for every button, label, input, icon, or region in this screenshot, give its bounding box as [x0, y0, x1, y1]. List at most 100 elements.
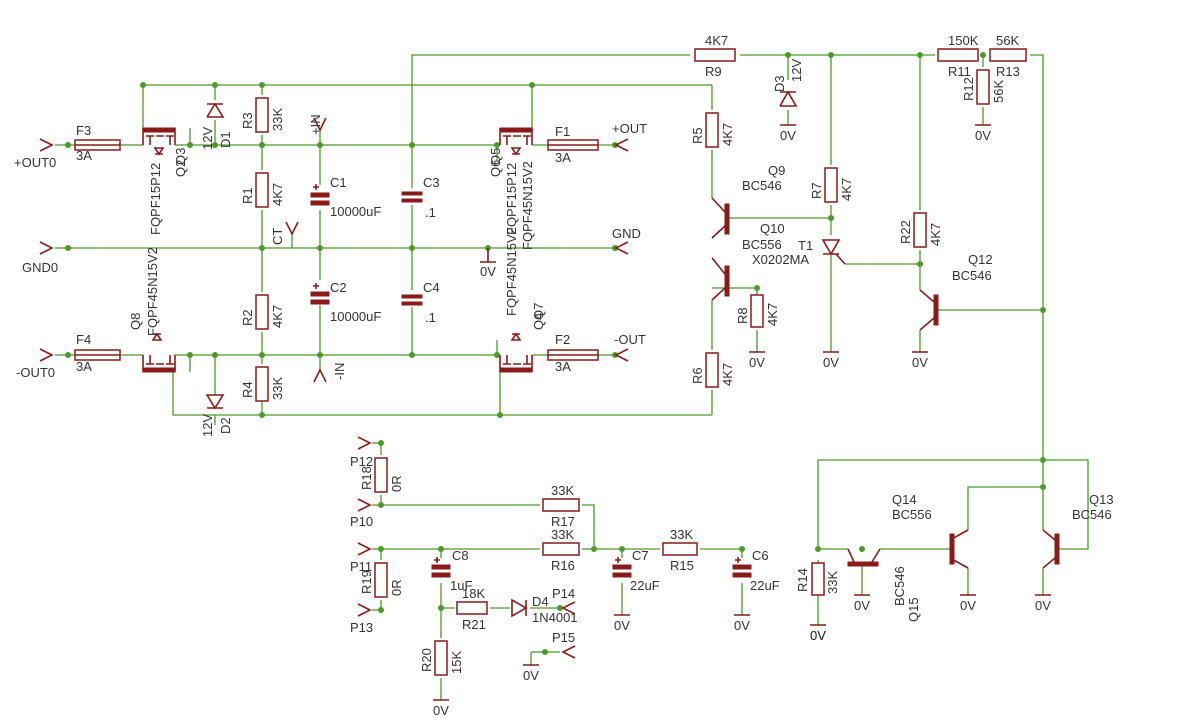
- cap-c3-value: .1: [425, 205, 436, 220]
- cap-c3-name: C3: [423, 175, 440, 190]
- port-label-in-neg: -IN: [332, 363, 347, 380]
- resistor-r12: [976, 69, 990, 105]
- resistor-r17-name: R17: [551, 514, 575, 529]
- resistor-r14-value: 33K: [825, 571, 840, 594]
- bjt-q13-name: Q13: [1089, 492, 1114, 507]
- resistor-r20-value: 15K: [449, 651, 464, 674]
- bjt-q10: [711, 257, 730, 301]
- resistor-r19-value: 0R: [389, 579, 404, 596]
- ground-label: 0V: [614, 618, 630, 633]
- resistor-r15-name: R15: [670, 558, 694, 573]
- port-label-out-neg: -OUT: [614, 332, 646, 347]
- capacitor-c6: [732, 557, 752, 578]
- resistor-r21-value: 18K: [462, 586, 485, 601]
- bjt-q9: [711, 197, 730, 239]
- cap-c2-value: 10000uF: [330, 309, 381, 324]
- mosfet-q7-value: FQPF45N15V2: [520, 161, 535, 250]
- thyristor-t1-name: T1: [798, 238, 813, 253]
- ground-label: 0V: [854, 598, 870, 613]
- port-label-p15: P15: [552, 630, 575, 645]
- cap-c2-name: C2: [330, 280, 347, 295]
- resistor-r7: [824, 167, 838, 203]
- capacitor-c4: [401, 294, 423, 306]
- port-label-gnd: GND: [612, 226, 641, 241]
- ground-label: 0V: [810, 628, 826, 643]
- resistor-r18-name: R18: [359, 466, 374, 490]
- resistor-r16: [542, 542, 580, 556]
- resistor-r3-value: 33K: [270, 108, 285, 131]
- resistor-r12-value: 56K: [991, 80, 1006, 103]
- cap-c6-value: 22uF: [750, 578, 780, 593]
- ground-label: 0V: [823, 355, 839, 370]
- diode-d4-value: 1N4001: [532, 610, 578, 625]
- diode-d1: [206, 102, 225, 118]
- cap-c4-name: C4: [423, 280, 440, 295]
- resistor-r21-name: R21: [462, 617, 486, 632]
- cap-c8-value: 1uF: [450, 578, 472, 593]
- resistor-r19: [374, 562, 388, 598]
- cap-c1-name: C1: [330, 175, 347, 190]
- diode-d1-name: D1: [218, 131, 233, 148]
- fuse-f2-value: 3A: [555, 359, 571, 374]
- port-label-out-pos: +OUT: [612, 121, 647, 136]
- port-label-p11: P11: [350, 559, 372, 574]
- resistor-r18: [374, 457, 388, 493]
- resistor-r5-value: 4K7: [720, 123, 735, 146]
- resistor-r4: [255, 366, 269, 402]
- cap-c7-value: 22uF: [630, 578, 660, 593]
- capacitor-c2: [310, 283, 330, 305]
- mosfet-q5-name: Q5: [488, 148, 503, 165]
- capacitor-c1: [310, 184, 330, 206]
- resistor-r13-value: 56K: [996, 33, 1019, 48]
- bjt-q15: [847, 548, 881, 567]
- port-label-p12: P12: [350, 454, 373, 469]
- resistor-r6-value: 4K7: [720, 363, 735, 386]
- ground-label: 0V: [975, 128, 991, 143]
- resistor-r11-name: R11: [948, 64, 971, 79]
- diode-d1-value: 12V: [200, 127, 215, 150]
- resistor-r14: [811, 562, 825, 596]
- bjt-q9-name: Q9: [768, 163, 785, 178]
- port-label-p14: P14: [552, 586, 575, 601]
- resistor-r13: [989, 48, 1027, 62]
- bjt-q13-value: BC546: [1072, 507, 1112, 522]
- resistor-bodies: [255, 48, 1027, 676]
- resistor-r22: [913, 212, 927, 248]
- fuse-f1-name: F1: [555, 124, 570, 139]
- mosfet-bodies: [142, 127, 533, 373]
- port-label-gnd0: GND0: [22, 260, 58, 275]
- ground-label: 0V: [480, 264, 496, 279]
- cap-c4-value: .1: [425, 310, 436, 325]
- ground-bars: [433, 124, 1051, 701]
- resistor-r1: [255, 172, 269, 208]
- resistor-r16-name: R16: [551, 558, 575, 573]
- bjt-q10-name: Q10: [760, 221, 785, 236]
- mosfet-q2-value: FQPF15P12: [148, 163, 163, 235]
- capacitor-c3: [401, 191, 423, 203]
- diode-d2-name: D2: [218, 417, 233, 434]
- resistor-r17-value: 33K: [551, 483, 574, 498]
- resistor-r4-value: 33K: [270, 377, 285, 400]
- cap-c8-name: C8: [452, 548, 469, 563]
- mosfet-q2: [142, 127, 176, 156]
- mosfet-q6-name: Q6: [488, 160, 503, 177]
- resistor-r16-value: 33K: [551, 527, 574, 542]
- resistor-r5-name: R5: [690, 127, 705, 144]
- mosfet-q3-name: Q3: [173, 148, 188, 165]
- fuse-bodies: [74, 139, 599, 361]
- port-label-out0-neg: -OUT0: [16, 365, 55, 380]
- resistor-r7-value: 4K7: [839, 178, 854, 201]
- resistor-r20-name: R20: [419, 648, 434, 672]
- mosfet-q6-value: FQPF15P12: [504, 163, 519, 235]
- resistor-r3: [255, 97, 269, 133]
- fuse-f2-name: F2: [555, 332, 570, 347]
- resistor-r1-name: R1: [240, 187, 255, 204]
- fuse-f3-value: 3A: [76, 148, 92, 163]
- resistor-r4-name: R4: [240, 381, 255, 398]
- diode-d4-name: D4: [532, 594, 549, 609]
- capacitor-c7: [612, 557, 632, 578]
- bjt-q14-value: BC556: [892, 507, 932, 522]
- diode-d3: [779, 90, 798, 107]
- resistor-r14-name: R14: [795, 568, 810, 592]
- resistor-r7-name: R7: [809, 182, 824, 199]
